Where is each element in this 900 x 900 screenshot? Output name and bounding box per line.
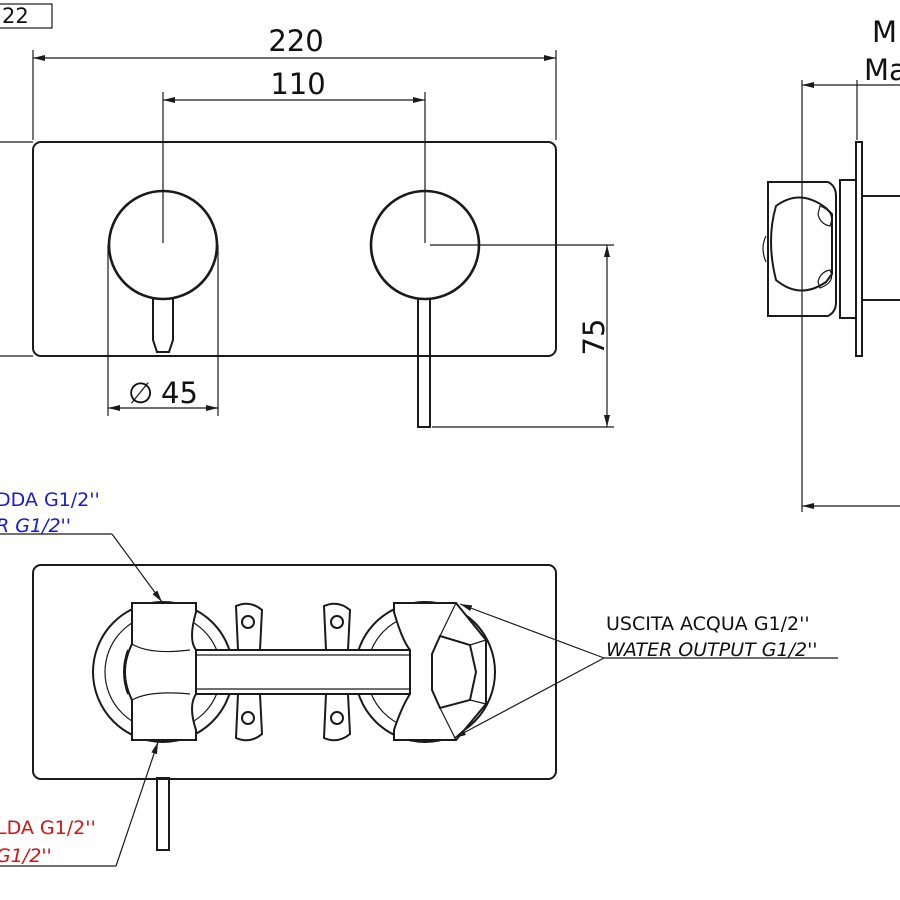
- cold-inlet-label-it: DDA G1/2'': [0, 489, 100, 511]
- side-view: M Ma: [762, 15, 900, 512]
- knob-diameter-value: 45: [161, 376, 198, 410]
- knob-diameter-dimension: ∅ 45: [107, 245, 219, 416]
- front-view: 22 220 110: [0, 3, 614, 428]
- mounting-lugs: [234, 602, 352, 742]
- hot-inlet-label-it: LDA G1/2'': [0, 817, 96, 839]
- left-valve-body: [123, 602, 197, 741]
- left-knob: [107, 189, 219, 353]
- side-view-label-2: Ma: [864, 53, 900, 87]
- height-dimension: 75: [430, 244, 614, 428]
- right-valve-body: [393, 602, 487, 741]
- centers-distance-value: 110: [270, 67, 325, 101]
- water-output-leader: [453, 603, 838, 739]
- cold-inlet-leader: [0, 533, 163, 603]
- hot-inlet-label-en: G1/2'': [0, 845, 52, 867]
- cold-inlet-label-en: R G1/2'': [0, 515, 71, 537]
- water-output-label-it: USCITA ACQUA G1/2'': [606, 613, 810, 635]
- side-view-label-1: M: [872, 15, 897, 49]
- back-view: DDA G1/2'' R G1/2'' USCITA ACQUA G1/2'' …: [0, 489, 838, 867]
- overall-width-value: 220: [268, 24, 323, 58]
- hot-inlet-leader: [0, 741, 159, 867]
- centers-distance-dimension: 110: [162, 67, 426, 243]
- water-output-label-en: WATER OUTPUT G1/2'': [606, 639, 818, 661]
- back-lever: [156, 777, 170, 851]
- front-plate: [32, 141, 557, 357]
- back-plate: [32, 564, 557, 780]
- partial-dimension-value: 22: [2, 4, 29, 28]
- overall-width-dimension: 220: [32, 24, 557, 140]
- diameter-symbol: ∅: [128, 376, 153, 410]
- partial-dimension-box: 22: [0, 3, 53, 29]
- height-value: 75: [577, 319, 611, 356]
